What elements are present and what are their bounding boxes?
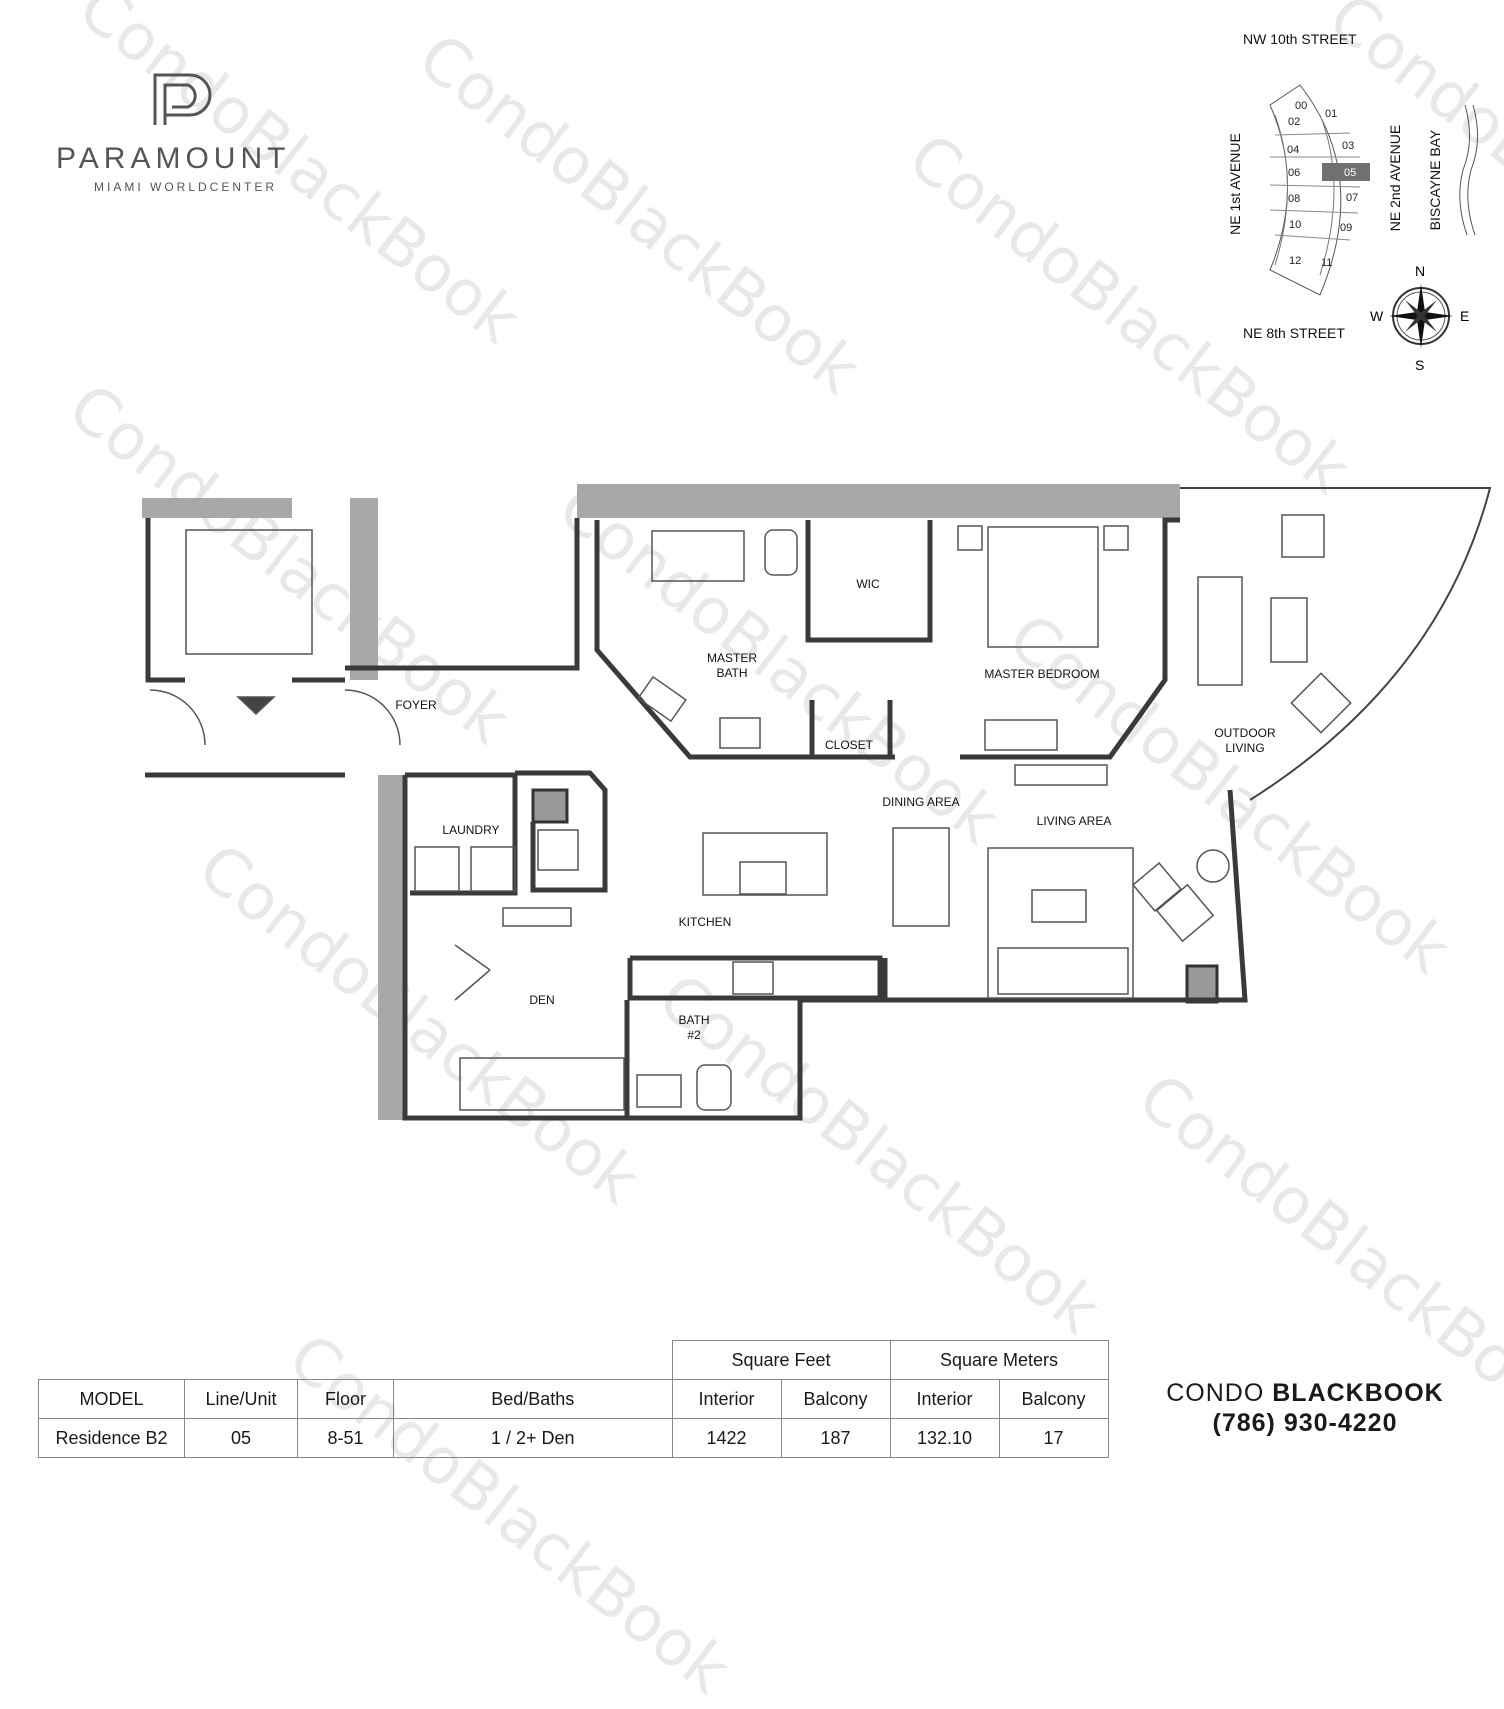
cell-bed-baths: 1 / 2+ Den [393,1418,673,1458]
den-sofa [459,1057,625,1111]
bed [987,526,1099,648]
unit-label: 04 [1287,144,1299,156]
room-label-den: DEN [529,993,554,1007]
logo-name: PARAMOUNT [56,142,291,175]
rug [987,847,1134,999]
room-label-master-bedroom: MASTER BEDROOM [984,667,1099,681]
unit-label: 11 [1321,257,1332,269]
compass-west: W [1370,308,1384,324]
cell-sqft-interior: 1422 [671,1418,782,1458]
compass-north: N [1415,263,1425,279]
cell-sqm-interior: 132.10 [889,1418,1000,1458]
brand-name-bold: BLACKBOOK [1272,1379,1444,1407]
unit-label: 10 [1289,219,1301,231]
coffee-table [1031,889,1087,923]
compass-south: S [1415,357,1424,373]
cell-floor: 8-51 [297,1418,394,1458]
unit-label: 06 [1288,167,1300,179]
header-model: MODEL [38,1379,185,1419]
bathtub [651,530,745,582]
table-row: Residence B2 05 8-51 1 / 2+ Den 1422 187… [38,1418,1109,1458]
room-label-outdoor-living: OUTDOOR [1214,726,1276,740]
unit-label: 08 [1288,193,1300,205]
room-label-wic: WIC [856,577,880,591]
group-header-square-feet: Square Feet [671,1340,891,1380]
compass-rose-icon: N S E W [1370,263,1469,373]
dining-table [892,827,950,927]
outdoor-chair [1281,514,1325,558]
paramount-logo-mark [153,73,212,125]
highlighted-unit [1322,163,1370,181]
compass-east: E [1460,308,1469,324]
room-label-closet: CLOSET [825,738,874,752]
room-label-foyer: FOYER [395,698,437,712]
cell-sqm-balcony: 17 [998,1418,1109,1458]
room-label-kitchen: KITCHEN [679,915,732,929]
wall-fills [142,484,1219,1120]
brand-block: CONDO BLACKBOOK (786) 930-4220 [1140,1378,1470,1438]
unit-label: 12 [1289,255,1301,267]
unit-label: 09 [1340,222,1352,234]
header-sqm-balcony: Balcony [998,1379,1109,1419]
floor-plan: FOYER MASTER BATH WIC MASTER BEDROOM CLO… [142,484,1492,1121]
outdoor-sofa [1197,576,1243,686]
cell-line-unit: 05 [184,1418,298,1458]
room-label-bath2: BATH [678,1013,709,1027]
room-label-bath2: #2 [687,1028,701,1042]
room-label-master-bath: MASTER [707,651,757,665]
walls [145,517,1248,1121]
unit-label: 00 [1295,100,1307,112]
unit-label: 07 [1346,192,1358,204]
fixtures [149,487,1492,1111]
header-line-unit: Line/Unit [184,1379,298,1419]
unit-label: 01 [1325,108,1337,120]
brand-phone[interactable]: (786) 930-4220 [1212,1409,1398,1437]
logo-subtitle: MIAMI WORLDCENTER [94,180,277,194]
room-label-master-bath: BATH [716,666,747,680]
header-sqft-interior: Interior [671,1379,782,1419]
room-label-laundry: LAUNDRY [442,823,499,837]
room-label-outdoor-living: LIVING [1225,741,1264,755]
group-header-square-meters: Square Meters [889,1340,1109,1380]
toilet [764,529,798,576]
room-label-living-area: LIVING AREA [1037,814,1112,828]
outdoor-table [1270,597,1308,663]
header-sqft-balcony: Balcony [780,1379,891,1419]
elevator-cab [185,529,313,655]
cell-model: Residence B2 [38,1418,185,1458]
street-north: NW 10th STREET [1243,31,1357,47]
sofa [997,947,1129,995]
unit-label: 03 [1342,140,1354,152]
water-wave-icon [1459,104,1479,236]
unit-label: 05 [1344,167,1356,179]
street-south: NE 8th STREET [1243,325,1345,341]
header-bed-baths: Bed/Baths [393,1379,673,1419]
header-floor: Floor [297,1379,394,1419]
header-sqm-interior: Interior [889,1379,1000,1419]
kitchen-island [702,832,828,896]
building-keyplan: 00 01 02 03 04 05 06 07 08 09 10 11 12 [1269,84,1370,296]
cell-sqft-balcony: 187 [780,1418,891,1458]
brand-name-light: CONDO [1166,1379,1273,1407]
room-label-dining-area: DINING AREA [882,795,959,809]
spec-table: Square Feet Square Meters MODEL Line/Uni… [38,1340,1109,1458]
unit-label: 02 [1288,116,1300,128]
